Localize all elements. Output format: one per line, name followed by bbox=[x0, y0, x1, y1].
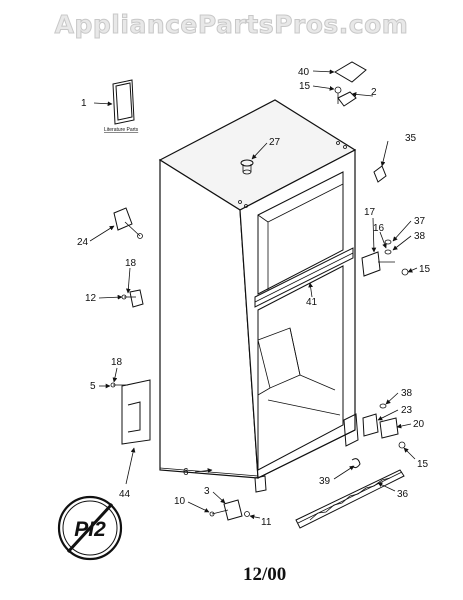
middle-hinge-icon bbox=[121, 289, 144, 308]
callout: 15 bbox=[417, 459, 429, 470]
callout: 16 bbox=[373, 223, 385, 234]
leader-lines bbox=[89, 69, 418, 520]
callout: 38 bbox=[414, 231, 426, 242]
callout: 20 bbox=[413, 419, 425, 430]
door-stop-bracket-icon bbox=[113, 207, 143, 239]
callout: 18 bbox=[125, 258, 137, 269]
pi2-logo: PI2 bbox=[57, 495, 123, 561]
top-plug-icon bbox=[373, 165, 387, 183]
watermark: AppliancePartsPros.com bbox=[54, 10, 409, 40]
callout: 38 bbox=[401, 388, 413, 399]
cabinet bbox=[158, 99, 357, 479]
literature-parts-label: Literature Parts bbox=[104, 127, 139, 133]
callout: 44 bbox=[119, 489, 131, 500]
top-hinge-cover-icon bbox=[334, 61, 367, 83]
literature-parts-icon bbox=[112, 79, 135, 125]
callout: 10 bbox=[174, 496, 186, 507]
top-hinge-icon bbox=[334, 86, 357, 107]
logo-text: PI2 bbox=[74, 518, 106, 541]
callout: 18 bbox=[111, 357, 123, 368]
bottom-hinge-icon bbox=[343, 403, 406, 449]
callout: 35 bbox=[405, 133, 417, 144]
top-plug-button-icon bbox=[240, 159, 254, 175]
callout: 3 bbox=[204, 486, 210, 497]
callout: 40 bbox=[298, 67, 310, 78]
callout: 2 bbox=[371, 87, 377, 98]
callout: 24 bbox=[77, 237, 89, 248]
callout: 37 bbox=[414, 216, 426, 227]
callout: 11 bbox=[261, 517, 272, 528]
callout: 15 bbox=[299, 81, 311, 92]
callout: 15 bbox=[419, 264, 431, 275]
callout: 6 bbox=[183, 467, 189, 478]
callout: 39 bbox=[319, 476, 331, 487]
toe-grille-icon bbox=[295, 469, 405, 529]
callout: 12 bbox=[85, 293, 97, 304]
callout: 5 bbox=[90, 381, 96, 392]
lower-hinge-bracket-icon bbox=[110, 379, 151, 445]
revision-date: 12/00 bbox=[243, 564, 286, 585]
callout: 36 bbox=[397, 489, 409, 500]
roller-assembly-icon bbox=[209, 475, 267, 521]
callout: 17 bbox=[364, 207, 376, 218]
callout-numbers: 1 2 3 5 6 10 11 12 15 15 15 16 17 18 18 … bbox=[77, 67, 431, 528]
callout: 41 bbox=[306, 297, 318, 308]
callout: 27 bbox=[269, 137, 281, 148]
callout: 1 bbox=[81, 98, 87, 109]
callout: 23 bbox=[401, 405, 413, 416]
